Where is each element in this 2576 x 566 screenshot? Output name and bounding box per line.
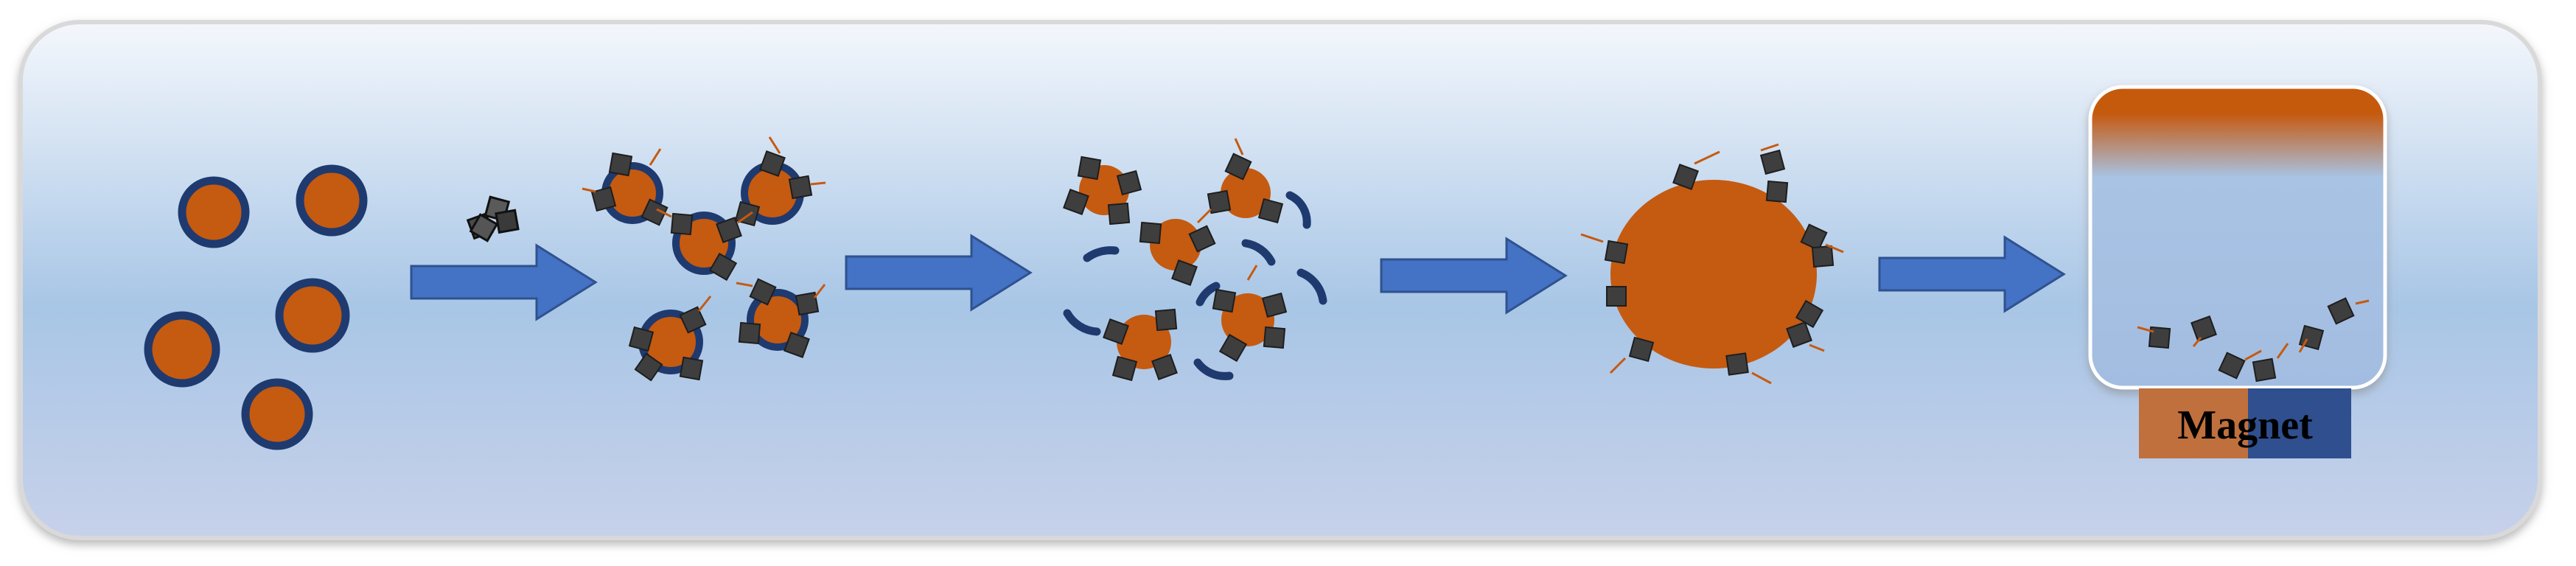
stage-1-emulsion (144, 164, 368, 450)
decorated-droplet (1063, 156, 1142, 226)
background-panel (18, 20, 2542, 540)
shelled-droplet (275, 278, 350, 353)
decorated-droplet (1139, 208, 1216, 286)
collected-nanoparticles (2137, 297, 2370, 382)
shelled-droplet (296, 164, 368, 237)
magnet-pole-left (2139, 388, 2248, 458)
decorated-droplet (735, 136, 826, 226)
shelled-droplet (144, 311, 220, 388)
decorated-droplet (1103, 308, 1178, 381)
magnet-pole-right (2248, 388, 2351, 458)
decorated-droplet (582, 148, 669, 226)
stage-5-magnetic-separation: Magnet (2088, 85, 2387, 458)
container (2088, 85, 2387, 390)
stage-2-decorated-droplets (582, 136, 826, 382)
broken-shell (1063, 191, 1327, 380)
magnet: Magnet (2139, 388, 2351, 458)
shelled-droplet (241, 378, 313, 450)
decorated-droplet (736, 278, 826, 358)
magnet-label: Magnet (2177, 402, 2313, 448)
stage-3-shell-breaking (1063, 138, 1327, 381)
decorated-droplet (1212, 265, 1287, 362)
stage-4-coalesced-droplet (1580, 143, 1844, 385)
decorated-droplet (1207, 138, 1283, 223)
shelled-droplet (178, 176, 250, 248)
decorated-droplet (656, 208, 753, 281)
decorated-droplet (629, 296, 712, 382)
nanoparticle-cluster-icon (466, 195, 520, 242)
